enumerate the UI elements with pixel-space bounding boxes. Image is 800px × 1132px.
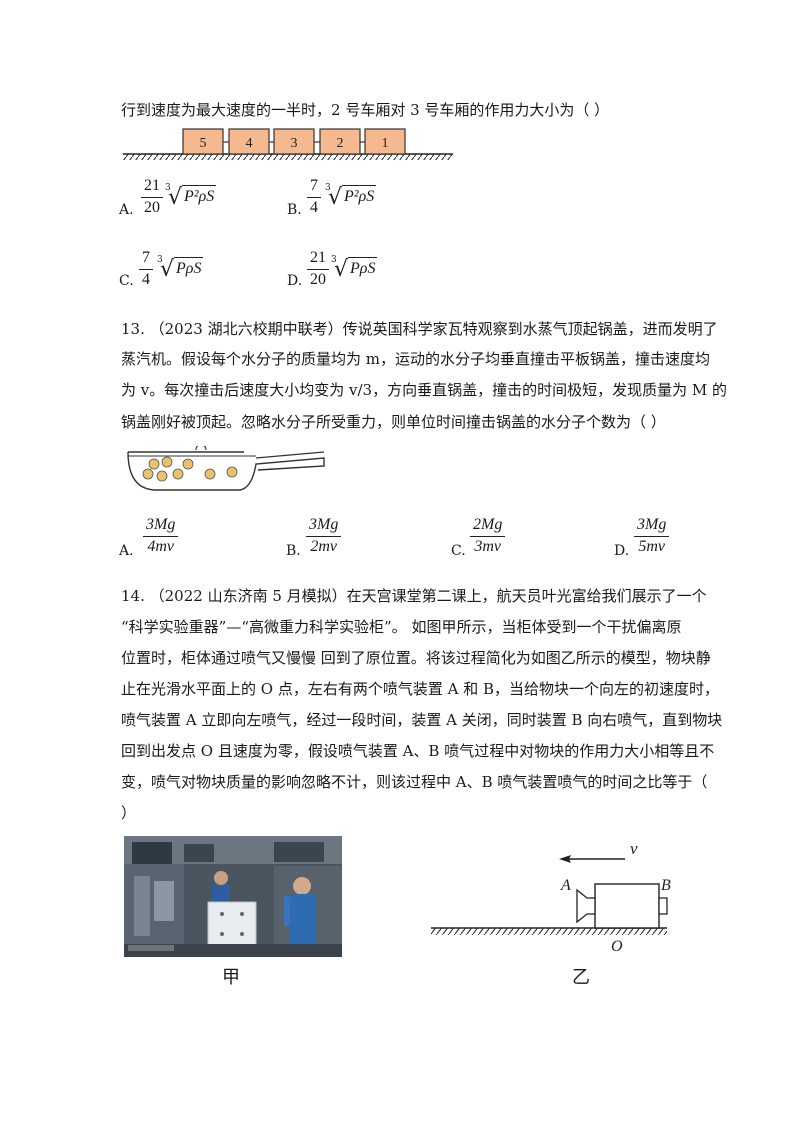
figure-caption-yi: 乙 (572, 967, 590, 988)
q13-text-line: 13. （2023 湖北六校期中联考）传说英国科学家瓦特观察到水蒸气顶起锅盖，进… (121, 320, 718, 338)
velocity-label: v (630, 839, 638, 858)
car-number: 5 (200, 136, 207, 151)
block (594, 883, 660, 929)
device-b-label: B (661, 877, 671, 894)
q14-text-line: 14. （2022 山东济南 5 月模拟）在天宫课堂第二课上，航天员叶光富给我们… (121, 587, 707, 605)
car-number: 1 (382, 136, 389, 151)
q14-text-line: 变，喷气对物块质量的影响忽略不计，则该过程中 A、B 喷气装置喷气的时间之比等于… (121, 773, 708, 791)
pot-body (127, 451, 325, 491)
q14-text-line: 回到出发点 O 且速度为零，假设喷气装置 A、B 喷气过程中对物块的作用力大小相… (121, 742, 715, 760)
space-station-photo (124, 836, 342, 957)
train-car: 4 (228, 128, 270, 155)
origin-label: O (611, 938, 623, 955)
q14-text-line: ） (121, 804, 137, 822)
car-number: 2 (337, 136, 344, 151)
q14-text-line: 位置时，柜体通过喷气又慢慢 回到了原位置。将该过程简化为如图乙所示的模型，物块静 (121, 649, 711, 667)
device-a-label: A (560, 877, 571, 894)
q13-text-line: 为 v。每次撞击后速度大小均变为 v/3，方向垂直锅盖，撞击的时间极短，发现质量… (121, 381, 727, 399)
pot-figure (127, 446, 325, 491)
figure-caption-jia: 甲 (222, 967, 240, 988)
water-molecules (142, 456, 238, 482)
q13-text-line: 锅盖刚好被顶起。忽略水分子所受重力，则单位时间撞击锅盖的水分子个数为（ ） (121, 413, 666, 431)
block-jet-figure: v A B O (431, 839, 671, 955)
q12-question-tail: 行到速度为最大速度的一半时，2 号车厢对 3 号车厢的作用力大小为（ ） (121, 101, 610, 119)
q13-text-line: 蒸汽机。假设每个水分子的质量均为 m，运动的水分子均垂直撞击平板锅盖，撞击速度均 (121, 350, 710, 368)
train-car: 5 (182, 128, 224, 155)
q14-text-line: 止在光滑水平面上的 O 点，左右有两个喷气装置 A 和 B，当给物块一个向左的初… (121, 680, 719, 698)
train-car: 3 (273, 128, 315, 155)
car-number: 3 (291, 136, 298, 151)
jet-device-b (658, 897, 668, 915)
car-number: 4 (246, 136, 253, 151)
train-car: 2 (319, 128, 361, 155)
q14-text-line: 喷气装置 A 立即向左喷气，经过一段时间，装置 A 关闭，同时装置 B 向右喷气… (121, 711, 723, 729)
train-cars-figure: 5 4 3 2 1 (123, 128, 453, 160)
train-car: 1 (364, 128, 406, 155)
q14-text-line: “科学实验重器”—“高微重力科学实验柜”。 如图甲所示，当柜体受到一个干扰偏离原 (121, 618, 682, 636)
jet-device-a (576, 888, 596, 924)
